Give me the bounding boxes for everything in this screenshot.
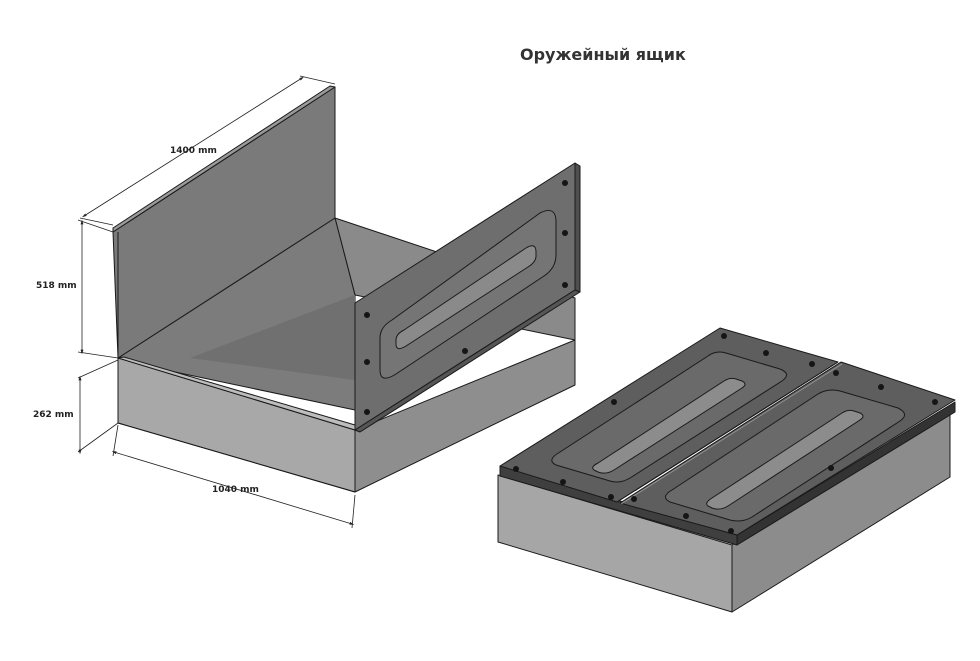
right-end-wall: [354, 339, 576, 493]
bolt-icon: [611, 399, 617, 405]
bolt-icon: [562, 282, 568, 288]
bolt-icon: [833, 370, 839, 376]
dimension-labels: 1400 mm 518 mm 262 mm 1040 mm: [33, 146, 259, 495]
dim-length-label: 1400 mm: [170, 146, 217, 156]
end-panel-recess-inner: [395, 245, 537, 350]
end-panel-bottom-edge: [354, 289, 581, 433]
dimensions: [77, 75, 356, 529]
bolt-icon: [828, 465, 834, 471]
bolt-icon: [631, 496, 637, 502]
end-panel-bolts: [364, 180, 568, 415]
drawing-title: Оружейный ящик: [520, 45, 686, 64]
dim-height-upper-label: 518 mm: [36, 281, 77, 291]
bolt-icon: [560, 479, 566, 485]
bolt-icon: [721, 333, 727, 339]
bolt-icon: [562, 230, 568, 236]
end-panel-edge: [574, 162, 581, 293]
bolt-icon: [513, 466, 519, 472]
lid-slab-end: [736, 401, 956, 546]
lid-recess-2-inner: [706, 409, 864, 510]
lid-recess-1-inner: [592, 377, 746, 474]
floor-shadow: [190, 295, 355, 380]
bolt-icon: [683, 513, 689, 519]
bolt-icon: [763, 350, 769, 356]
dim-width-label: 1040 mm: [212, 485, 259, 495]
bolt-icon: [562, 180, 568, 186]
bolt-icon: [364, 312, 370, 318]
bolt-icon: [728, 528, 734, 534]
bolt-icon: [932, 399, 938, 405]
closed-box: [497, 327, 956, 613]
lid-bolts: [513, 333, 938, 534]
bolt-icon: [608, 494, 614, 500]
bolt-icon: [364, 409, 370, 415]
bolt-icon: [364, 359, 370, 365]
dim-height-lower-label: 262 mm: [33, 410, 74, 420]
bolt-icon: [462, 348, 468, 354]
bolt-icon: [878, 384, 884, 390]
bolt-icon: [809, 361, 815, 367]
